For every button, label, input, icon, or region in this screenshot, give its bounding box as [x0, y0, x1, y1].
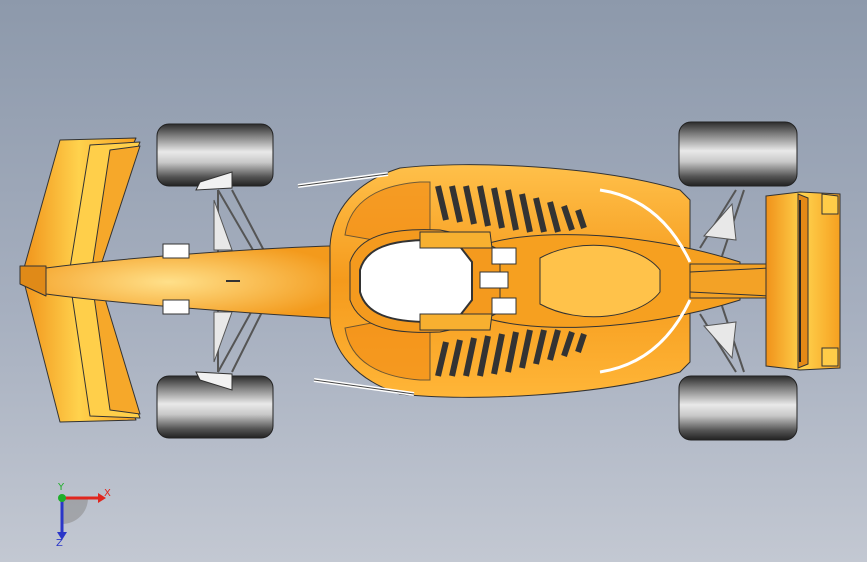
- front-right-tire[interactable]: [156, 371, 274, 439]
- engine-cover[interactable]: [469, 188, 741, 374]
- y-axis-label: Y: [57, 482, 65, 493]
- front-suspension: [213, 189, 271, 373]
- sidepod-louvres-top: [435, 185, 587, 233]
- y-axis-dot-icon: [58, 494, 66, 502]
- rear-right-tire[interactable]: [678, 375, 798, 441]
- z-axis-label: Z: [56, 538, 63, 548]
- x-axis-label: X: [104, 488, 111, 499]
- gearbox: [689, 263, 771, 299]
- sidepod-louvres-bottom: [435, 329, 587, 377]
- triad-plane-indicator: [62, 498, 88, 524]
- rear-wing[interactable]: [765, 191, 841, 371]
- front-left-tire[interactable]: [156, 123, 274, 191]
- z-axis-arrowhead-icon: [57, 532, 67, 540]
- x-axis-arrowhead-icon: [98, 493, 106, 503]
- view-orientation-triad[interactable]: X Z Y: [40, 476, 120, 548]
- cockpit[interactable]: [349, 229, 517, 333]
- rear-suspension: [699, 189, 745, 373]
- rear-left-tire[interactable]: [678, 121, 798, 187]
- front-wing[interactable]: [19, 137, 141, 423]
